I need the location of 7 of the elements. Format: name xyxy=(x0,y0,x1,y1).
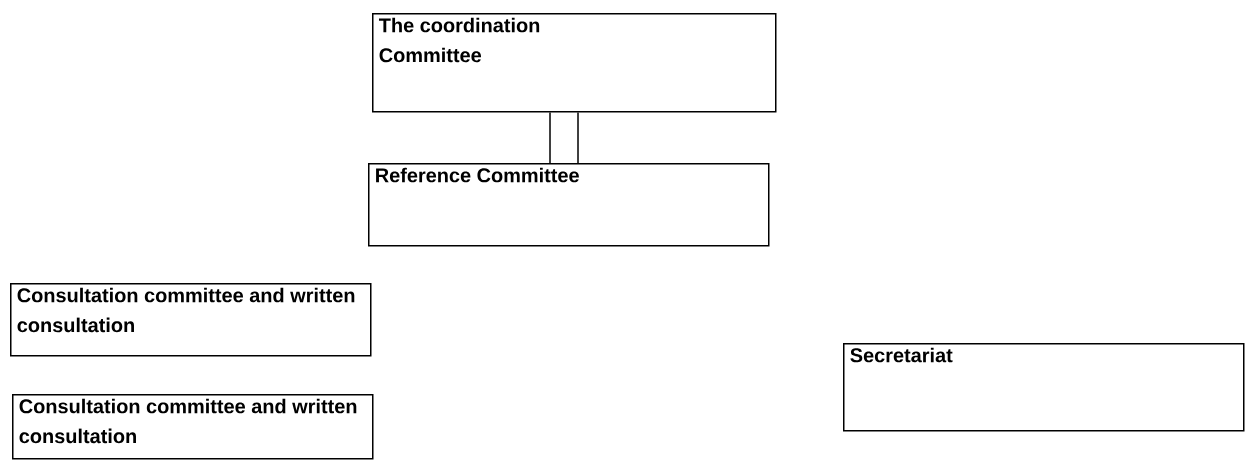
connector-line xyxy=(549,111,551,164)
connector-line xyxy=(577,111,579,164)
text-box: Secretariat xyxy=(843,343,1245,432)
text-box: Consultation committee and written consultation xyxy=(10,283,372,357)
text-box: Reference Committee xyxy=(368,163,770,247)
text-box: Consultation committee and written consultation xyxy=(12,394,374,460)
text-box: The coordination Committee xyxy=(372,13,777,113)
